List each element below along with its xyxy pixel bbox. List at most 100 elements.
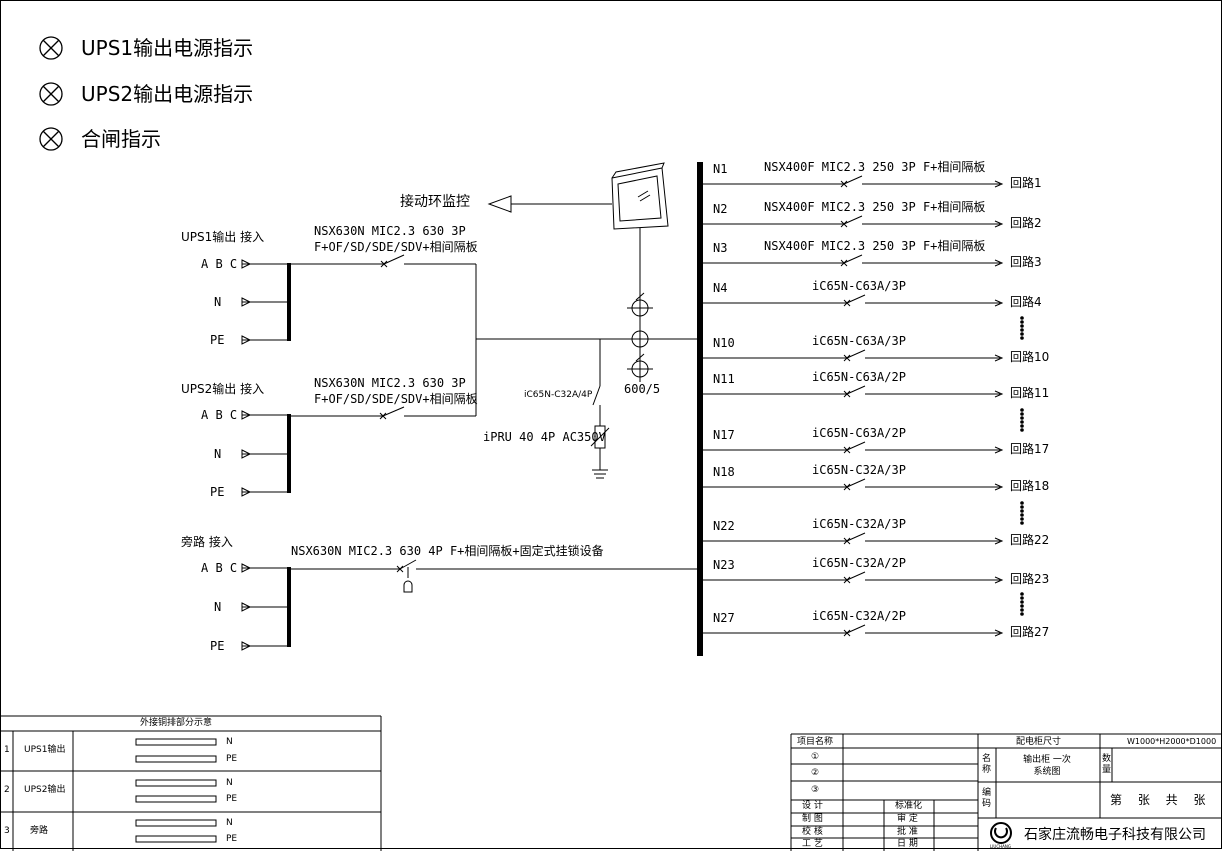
- feeder-breaker-label: iC65N-C63A/2P: [812, 426, 906, 440]
- feeder-breaker-label: iC65N-C32A/3P: [812, 517, 906, 531]
- feeder-number: N3: [713, 241, 728, 255]
- continuation-dot: [1020, 412, 1024, 416]
- ups2-n: N: [214, 447, 222, 461]
- continuation-dot: [1020, 324, 1024, 328]
- padlock-icon: [403, 580, 413, 593]
- feeder-number: N2: [713, 202, 728, 216]
- tb-code-label: 编 码: [982, 788, 992, 809]
- continuation-dot: [1020, 604, 1024, 608]
- legend-ups2: UPS2输出电源指示: [81, 82, 254, 106]
- company-logo-icon: [990, 822, 1012, 844]
- feeder-number: N4: [713, 281, 728, 295]
- tb-role-date: 日 期: [897, 839, 918, 849]
- feeder-number: N11: [713, 372, 735, 386]
- busbar-row-name: 旁路: [30, 826, 49, 836]
- feeder-circuit-label: 回路17: [1010, 442, 1050, 456]
- feeder-n3: [703, 254, 1004, 267]
- ups2-input-block: [241, 406, 476, 497]
- continuation-dot: [1020, 428, 1024, 432]
- spd-arrester-label: iPRU 40 4P AC350V: [483, 430, 606, 444]
- ups1-pe: PE: [210, 333, 225, 347]
- monitor-label: 接动环监控: [400, 194, 470, 210]
- continuation-dots: [1020, 316, 1024, 616]
- bypass-input-block: [241, 559, 697, 651]
- tb-role-process: 工 艺: [802, 839, 823, 849]
- busbar-row-index: 2: [4, 785, 10, 795]
- ups1-abc: A B C: [201, 257, 238, 271]
- busbar-row-name: UPS2输出: [24, 785, 66, 795]
- monitor-panel-icon: [611, 162, 669, 230]
- busbar-row-index: 1: [4, 745, 10, 755]
- tb-qty-label: 数 量: [1102, 754, 1112, 775]
- tb-name-value: 输出柜 一次系统图: [1023, 755, 1071, 777]
- ups1-n: N: [214, 295, 222, 309]
- bypass-title: 旁路 接入: [181, 535, 233, 549]
- ups1-breaker-model: NSX630N MIC2.3 630 3P: [314, 224, 466, 238]
- feeder-breaker-label: iC65N-C32A/3P: [812, 463, 906, 477]
- bypass-n: N: [214, 600, 222, 614]
- spd-breaker-label: iC65N-C32A/4P: [524, 390, 593, 400]
- feeder-breaker-label: NSX400F MIC2.3 250 3P F+相间隔板: [764, 160, 986, 174]
- tb-role-approve: 批 准: [897, 827, 918, 837]
- ct-ratio-label: 600/5: [624, 382, 661, 396]
- ups2-title: UPS2输出 接入: [181, 382, 265, 396]
- tb-role-check: 校 核: [802, 827, 823, 837]
- tb-item-1: ①: [811, 752, 820, 762]
- feeder-n2: [703, 215, 1004, 228]
- ups1-title: UPS1输出 接入: [181, 230, 265, 244]
- feeder-breaker-label: NSX400F MIC2.3 250 3P F+相间隔板: [764, 239, 986, 253]
- bypass-breaker-label: NSX630N MIC2.3 630 4P F+相间隔板+固定式挂锁设备: [291, 544, 604, 558]
- busbar-row-index: 3: [4, 826, 10, 836]
- tb-item-3: ③: [811, 785, 820, 795]
- current-transformer-icon: [627, 292, 653, 382]
- continuation-dot: [1020, 408, 1024, 412]
- continuation-dot: [1020, 416, 1024, 420]
- feeder-breaker-label: iC65N-C32A/2P: [812, 556, 906, 570]
- busbar-table-grid: [0, 715, 382, 851]
- main-busbar: [697, 162, 703, 656]
- tb-cabinet-size: W1000*H2000*D1000: [1127, 737, 1217, 746]
- feeder-n17: [703, 441, 1004, 454]
- surge-protector-branch: [590, 339, 610, 479]
- continuation-dot: [1020, 521, 1024, 525]
- continuation-dot: [1020, 513, 1024, 517]
- feeder-number: N18: [713, 465, 735, 479]
- bypass-pe: PE: [210, 639, 225, 653]
- feeder-number: N1: [713, 162, 728, 176]
- tb-project-label: 项目名称: [797, 737, 834, 747]
- ups1-breaker-options: F+OF/SD/SDE/SDV+相间隔板: [314, 240, 478, 254]
- feeder-circuit-label: 回路18: [1010, 479, 1050, 493]
- feeder-circuit-label: 回路22: [1010, 533, 1050, 547]
- continuation-dot: [1020, 336, 1024, 340]
- continuation-dot: [1020, 600, 1024, 604]
- legend-closing: 合闸指示: [81, 127, 161, 151]
- feeder-number: N23: [713, 558, 735, 572]
- feeder-circuit-label: 回路2: [1010, 216, 1042, 230]
- busbar-label-pe: PE: [226, 754, 238, 764]
- feeder-breaker-label: iC65N-C63A/2P: [812, 370, 906, 384]
- tb-cabinet-size-label: 配电柜尺寸: [1016, 737, 1062, 747]
- tb-role-design: 设 计: [802, 801, 823, 811]
- feeder-number: N10: [713, 336, 735, 350]
- tb-role-review: 审 定: [897, 814, 918, 824]
- tb-item-2: ②: [811, 768, 820, 778]
- busbar-label-n: N: [226, 778, 233, 788]
- continuation-dot: [1020, 509, 1024, 513]
- tb-company-name: 石家庄流畅电子科技有限公司: [1024, 827, 1206, 843]
- indicator-lamp-icon: [39, 36, 63, 60]
- feeder-n27: [703, 624, 1004, 637]
- indicator-lamp-icon: [39, 127, 63, 151]
- continuation-dot: [1020, 596, 1024, 600]
- continuation-dot: [1020, 332, 1024, 336]
- feeder-n1: [703, 175, 1004, 188]
- continuation-dot: [1020, 328, 1024, 332]
- busbar-label-pe: PE: [226, 834, 238, 844]
- ups2-breaker-model: NSX630N MIC2.3 630 3P: [314, 376, 466, 390]
- ups2-pe: PE: [210, 485, 225, 499]
- continuation-dot: [1020, 517, 1024, 521]
- feeder-circuit-label: 回路27: [1010, 625, 1050, 639]
- feeder-n18: [703, 478, 1004, 491]
- busbar-label-pe: PE: [226, 794, 238, 804]
- feeder-n10: [703, 349, 1004, 362]
